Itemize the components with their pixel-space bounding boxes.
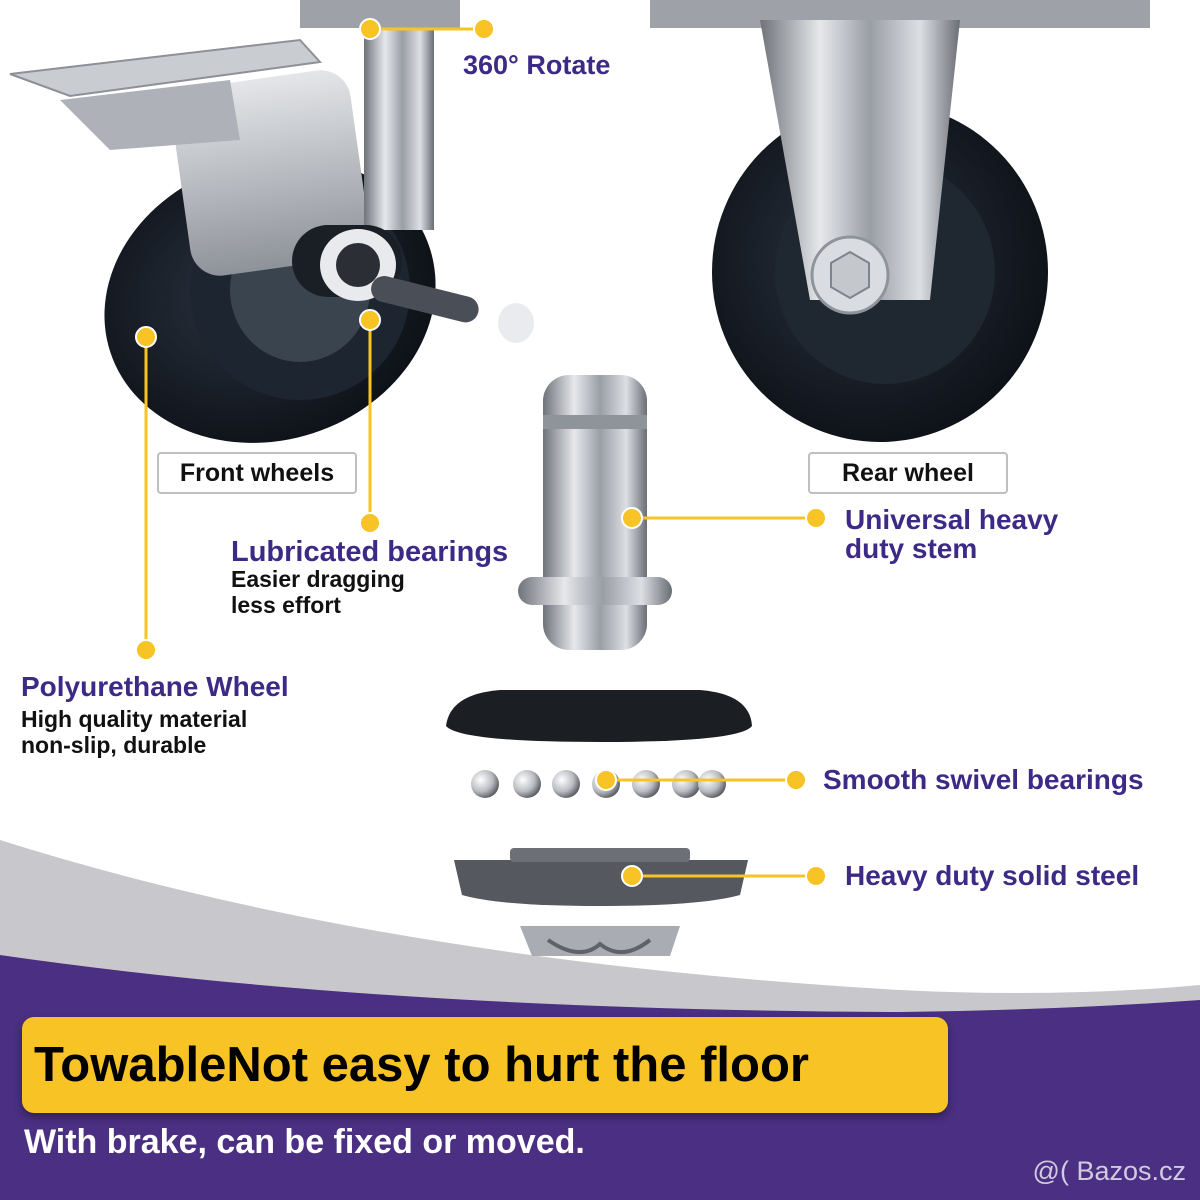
wheel-title: Polyurethane Wheel <box>21 671 289 702</box>
bearings-sub1: Easier dragging <box>231 566 405 592</box>
bearings-title: Lubricated bearings <box>231 536 509 568</box>
steel-label: Heavy duty solid steel <box>845 860 1140 891</box>
rear-wheel-tag: Rear wheel <box>808 452 1008 494</box>
front-wheel-illustration <box>9 0 534 443</box>
rear-wheel-illustration <box>650 0 1150 442</box>
subline-text: With brake, can be fixed or moved. <box>24 1123 585 1161</box>
swivel-label: Smooth swivel bearings <box>823 764 1144 795</box>
stem-title-line1: Universal heavy <box>845 504 1059 535</box>
rotate-label: 360° Rotate <box>463 50 611 80</box>
ball-bearings <box>471 770 726 798</box>
bearing-cup <box>446 690 752 742</box>
stem-illustration <box>518 375 672 650</box>
nut <box>520 926 680 956</box>
callout-dots <box>135 18 827 887</box>
steel-plate <box>454 860 748 906</box>
watermark: @( Bazos.cz <box>1032 1156 1186 1186</box>
stem-title-line2: duty stem <box>845 533 978 564</box>
wheel-sub1: High quality material <box>21 706 248 732</box>
front-wheels-tag: Front wheels <box>157 452 357 494</box>
headline-banner: TowableNot easy to hurt the floor <box>22 1017 948 1113</box>
callout-leaders <box>144 27 816 878</box>
wheel-sub2: non-slip, durable <box>21 732 207 758</box>
headline-text: TowableNot easy to hurt the floor <box>34 1038 809 1092</box>
bearings-sub2: less effort <box>231 592 341 618</box>
